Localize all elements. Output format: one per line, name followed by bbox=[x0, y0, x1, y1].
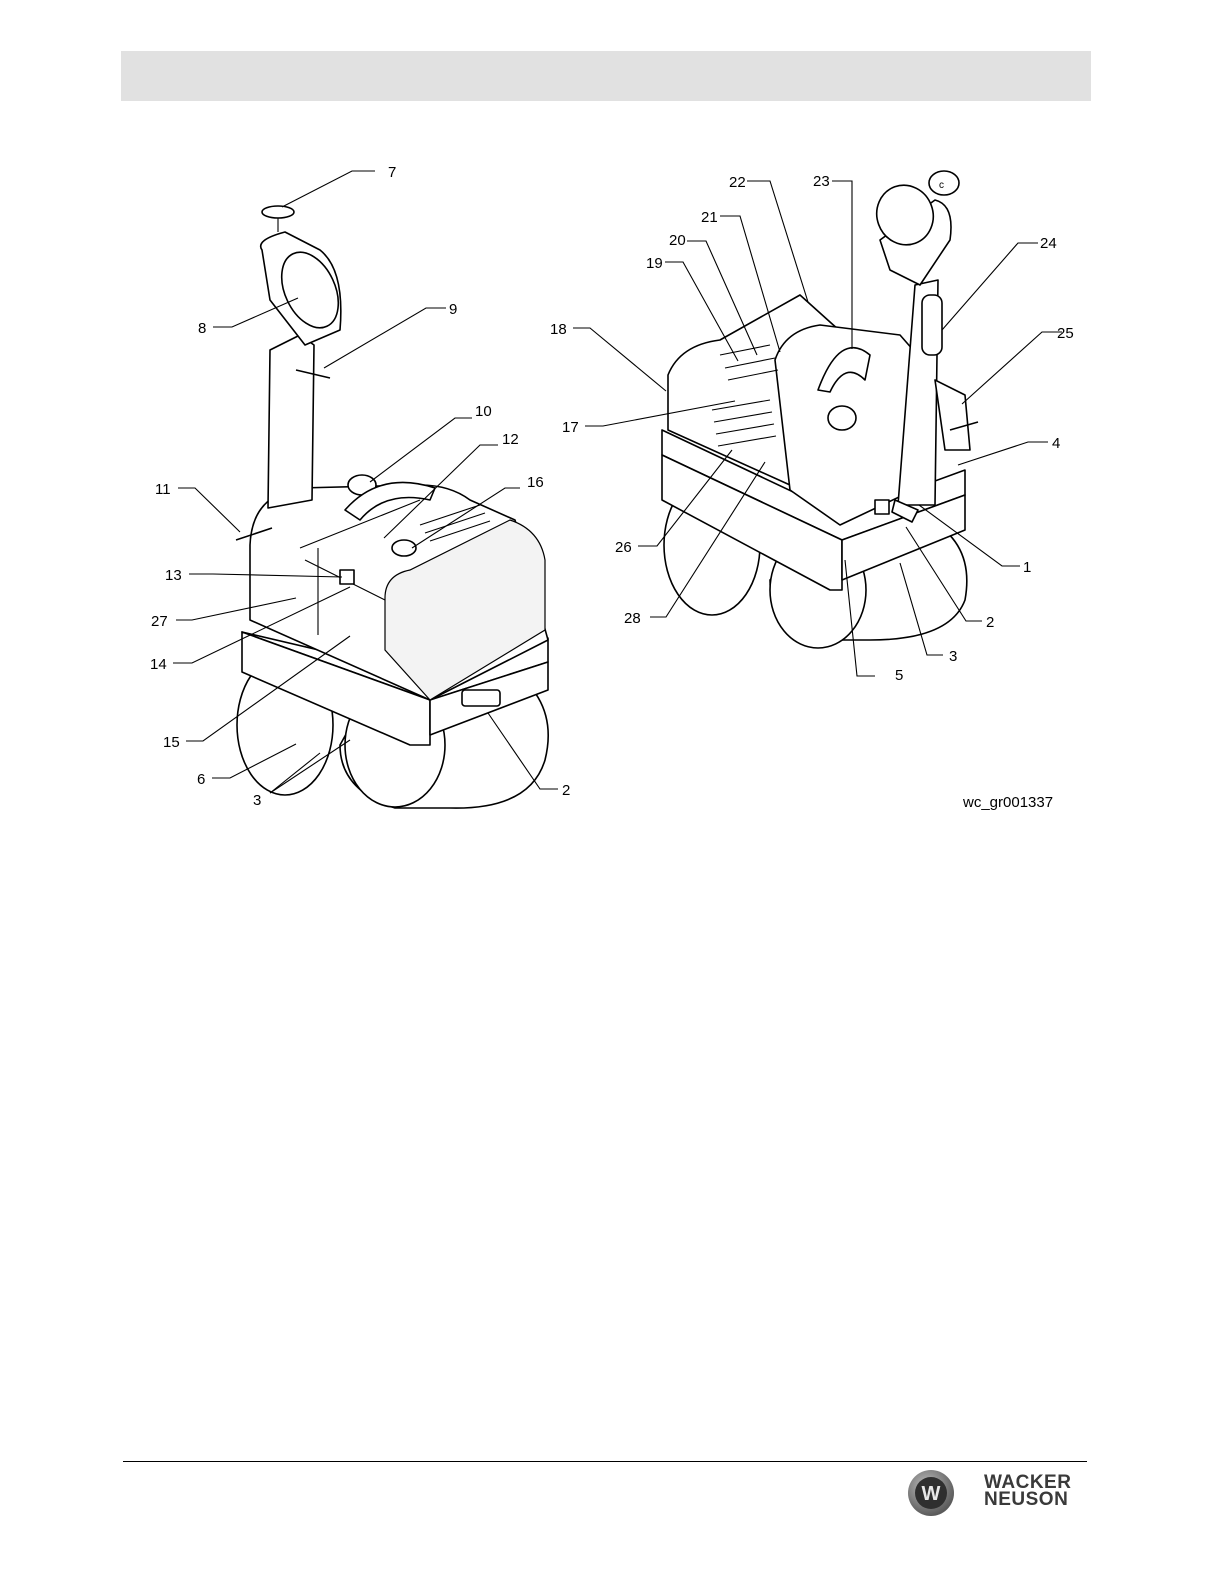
callout-label: 1 bbox=[1023, 559, 1031, 576]
brand-wordmark: WACKER NEUSON bbox=[984, 1474, 1071, 1508]
callout-label: 17 bbox=[562, 419, 579, 436]
callout-label: 7 bbox=[388, 164, 396, 181]
callout-label: 15 bbox=[163, 734, 180, 751]
callout-label: 16 bbox=[527, 474, 544, 491]
right-label-plate bbox=[875, 500, 889, 514]
callout-label: 19 bbox=[646, 255, 663, 272]
svg-text:c: c bbox=[939, 180, 944, 191]
callout-label: 6 bbox=[197, 771, 205, 788]
right-handle-latch bbox=[935, 380, 970, 450]
callout-label: 13 bbox=[165, 567, 182, 584]
callout-label: 12 bbox=[502, 431, 519, 448]
brand-w-icon: W bbox=[906, 1468, 956, 1518]
callout-label: 24 bbox=[1040, 235, 1057, 252]
callout-label: 26 bbox=[615, 539, 632, 556]
callout-label: 22 bbox=[729, 174, 746, 191]
brand-line-2: NEUSON bbox=[984, 1491, 1071, 1508]
right-tool-holder bbox=[922, 295, 942, 355]
callout-label: 25 bbox=[1057, 325, 1074, 342]
left-filter bbox=[340, 570, 354, 584]
callout-label: 27 bbox=[151, 613, 168, 630]
callout-label: 23 bbox=[813, 173, 830, 190]
callout-label: 28 bbox=[624, 610, 641, 627]
callout-label: 11 bbox=[155, 481, 171, 498]
callout-label: 2 bbox=[986, 614, 994, 631]
callout-label: 3 bbox=[949, 648, 957, 665]
wacker-neuson-logo: W WACKER NEUSON bbox=[906, 1468, 1092, 1518]
left-throttle-knob bbox=[262, 206, 294, 218]
callout-label: 9 bbox=[449, 301, 457, 318]
callout-label: 5 bbox=[895, 667, 903, 684]
callout-label: 18 bbox=[550, 321, 567, 338]
left-handle-2 bbox=[462, 690, 500, 706]
right-roller-drawing: c bbox=[662, 171, 978, 648]
callout-label: 8 bbox=[198, 320, 206, 337]
right-throttle-knob bbox=[929, 171, 959, 195]
callout-label: 4 bbox=[1052, 435, 1060, 452]
drawing-id: wc_gr001337 bbox=[962, 794, 1053, 811]
footer-rule bbox=[123, 1461, 1087, 1462]
left-roller-drawing bbox=[236, 206, 548, 808]
callout-label: 14 bbox=[150, 656, 167, 673]
callout-label: 3 bbox=[253, 792, 261, 809]
callout-label: 20 bbox=[669, 232, 686, 249]
svg-text:W: W bbox=[922, 1483, 941, 1505]
callout-label: 10 bbox=[475, 403, 492, 420]
left-handle-column bbox=[268, 335, 314, 508]
callout-label: 21 bbox=[701, 209, 718, 226]
right-fuel-cap bbox=[828, 406, 856, 430]
callout-label: 2 bbox=[562, 782, 570, 799]
